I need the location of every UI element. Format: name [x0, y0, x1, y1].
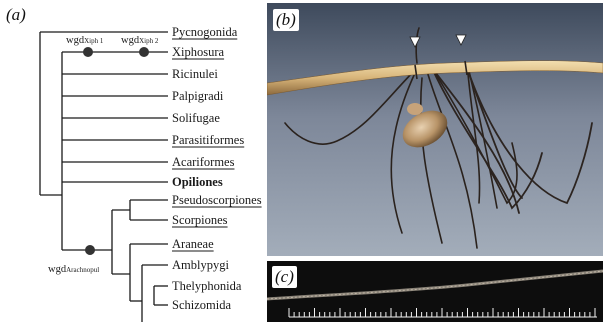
taxon-label: Acariformes — [172, 155, 235, 169]
taxon-label: Thelyphonida — [172, 279, 242, 293]
leg-photo: (c) — [267, 261, 603, 322]
wgd-arachnopul-label: wgdArachnopul — [48, 264, 99, 275]
taxa-labels: PycnogonidaXiphosuraRicinuleiPalpigradiS… — [172, 25, 262, 312]
wgd-xiph2-marker — [139, 47, 149, 57]
wgd-arachnopul-marker — [85, 245, 95, 255]
wgd-markers: wgdXiph 1 wgdXiph 2 wgdArachnopul — [48, 35, 159, 275]
taxon-label: Pycnogonida — [172, 25, 238, 39]
leg-scale-illustration — [267, 261, 603, 322]
panel-b-label: (b) — [273, 9, 299, 31]
taxon-label: Parasitiformes — [172, 133, 244, 147]
taxon-label: Solifugae — [172, 111, 220, 125]
taxon-label: Amblypygi — [172, 258, 229, 272]
wgd-xiph1-label: wgdXiph 1 — [66, 35, 104, 46]
panel-a-label: (a) — [6, 5, 26, 24]
wgd-xiph2-label: wgdXiph 2 — [121, 35, 159, 46]
taxon-label: Xiphosura — [172, 45, 225, 59]
taxon-label: Pseudoscorpiones — [172, 193, 262, 207]
taxon-label: Palpigradi — [172, 89, 224, 103]
wgd-xiph1-marker — [83, 47, 93, 57]
phylogeny-tree: (a) — [0, 0, 266, 322]
taxon-label: Schizomida — [172, 298, 231, 312]
taxon-label: Araneae — [172, 237, 214, 251]
harvestman-photo: (b) — [267, 3, 603, 256]
tree-branches — [40, 32, 168, 322]
taxon-label: Ricinulei — [172, 67, 218, 81]
panel-c-label: (c) — [272, 266, 297, 288]
harvestman-illustration — [267, 3, 603, 256]
phylogeny-panel: (a) — [0, 0, 266, 322]
taxon-label: Opiliones — [172, 175, 223, 189]
taxon-label: Scorpiones — [172, 213, 228, 227]
